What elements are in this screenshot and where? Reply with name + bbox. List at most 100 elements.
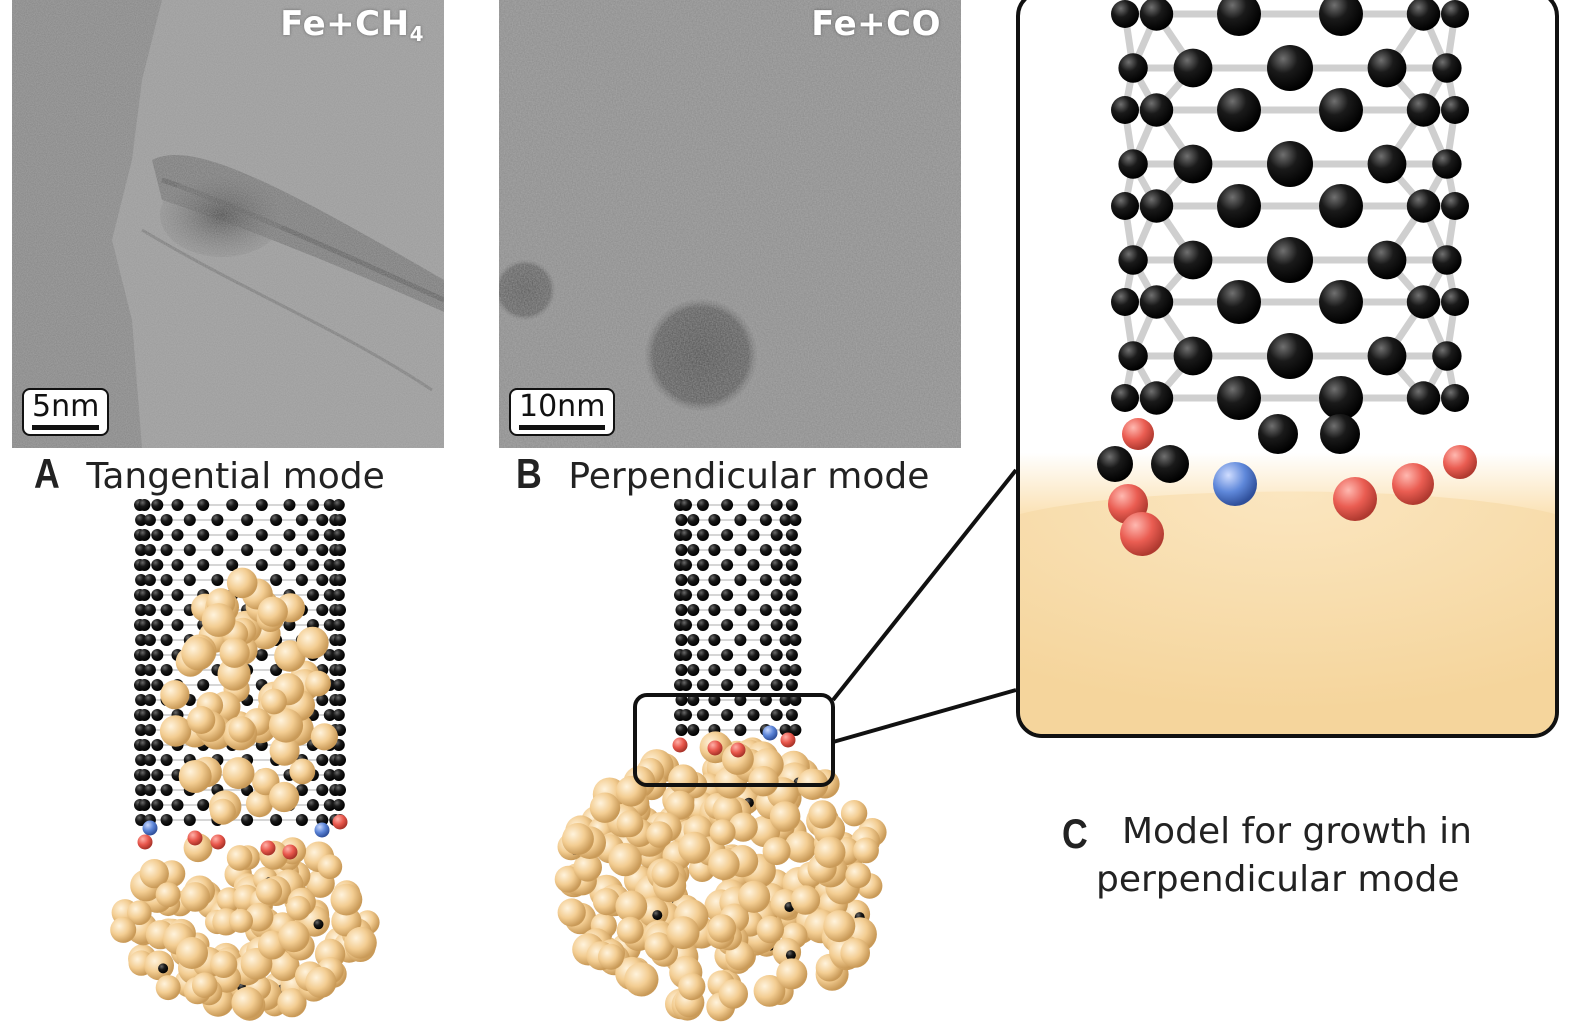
carbon-atom [151,649,164,661]
iron-atom [753,975,786,1007]
carbon-atom [708,574,721,586]
carbon-atom [675,724,688,736]
carbon-atom [734,664,747,676]
carbon-atom [151,709,164,721]
carbon-atom [779,664,792,676]
carbon-atom [323,589,336,601]
carbon-atom [295,544,308,556]
iron-atom [201,603,236,637]
carbon-atom [316,694,329,706]
carbon-atom [696,619,709,631]
iron-atom [845,862,871,889]
carbon-atom [255,529,268,541]
carbon-atom [171,589,184,601]
carbon-atom [721,589,734,601]
iron-atom [160,680,190,710]
carbon-atom [270,544,283,556]
carbon-atom [747,709,760,721]
carbon-atom [779,574,792,586]
carbon-atom [306,799,319,811]
carbon-atom [680,619,692,631]
iron-atom [808,800,837,829]
carbon-atom [687,724,700,736]
carbon-atom [306,529,319,541]
carbon-atom [135,604,148,616]
carbon-atom [160,784,173,796]
oxygen-atom [137,834,153,850]
iron-atom [286,895,311,921]
carbon-atom [211,514,224,526]
carbon-atom [687,634,700,646]
carbon-atom [721,619,734,631]
iron-atom [277,988,307,1018]
carbon-atom [171,499,184,511]
carbon-atom [316,754,329,766]
carbon-atom [143,754,156,766]
iron-atom [709,819,736,846]
carbon-atom [1319,280,1363,324]
carbon-atom [211,544,224,556]
panel-letter-c: C [1062,810,1088,857]
iron-atom [678,973,706,1001]
iron-atom [668,764,699,795]
carbon-atom [171,619,184,631]
carbon-atom [295,514,308,526]
carbon-atom [708,664,721,676]
carbon-atom [708,544,721,556]
iron-atom [310,723,338,751]
carbon-atom [323,799,336,811]
carbon-atom [680,529,692,541]
iron-atom [305,966,337,998]
carbon-atom [779,634,792,646]
carbon-atom [721,679,734,691]
carbon-atom [151,529,164,541]
carbon-atom [708,514,721,526]
carbon-atom [332,589,345,601]
caption-b-title: Perpendicular mode [568,456,930,497]
zoom-connector-top [831,468,1018,702]
iron-atom [616,810,644,838]
iron-atom [776,958,808,990]
nanotube-model-b [674,499,802,736]
carbon-atom [316,574,329,586]
carbon-atom [332,619,345,631]
carbon-atom [160,664,173,676]
carbon-atom [785,950,796,961]
oxygen-atom [282,844,298,860]
carbon-atom [334,634,346,646]
carbon-atom [721,529,734,541]
carbon-atom [721,499,734,511]
carbon-atom [1139,189,1174,223]
carbon-atom [211,574,224,586]
iron-atom [853,837,879,864]
iron-atom [289,758,316,785]
carbon-atom [687,574,700,586]
carbon-atom [770,709,783,721]
iron-atom [646,821,673,848]
oxygen-atom [1122,418,1154,450]
caption-a-title: Tangential mode [86,456,385,497]
carbon-atom [1406,93,1441,127]
carbon-atom [135,514,148,526]
carbon-atom [306,559,319,571]
carbon-atom [197,799,210,811]
carbon-atom [1111,384,1139,412]
carbon-atom [1217,0,1261,36]
carbon-atom [143,634,156,646]
iron-atom [573,853,602,882]
carbon-atom [138,559,151,571]
carbon-atom [332,559,345,571]
carbon-atom [759,574,772,586]
carbon-atom [135,784,148,796]
iron-atom [269,781,300,813]
carbon-atom [241,814,254,826]
micrograph-b-image [499,0,961,448]
carbon-atom [759,604,772,616]
iron-atom [678,831,711,864]
oxygen-atom [672,737,688,753]
carbon-atom [332,529,345,541]
iron-atom [219,637,250,668]
carbon-atom [143,604,156,616]
carbon-atom [334,514,346,526]
